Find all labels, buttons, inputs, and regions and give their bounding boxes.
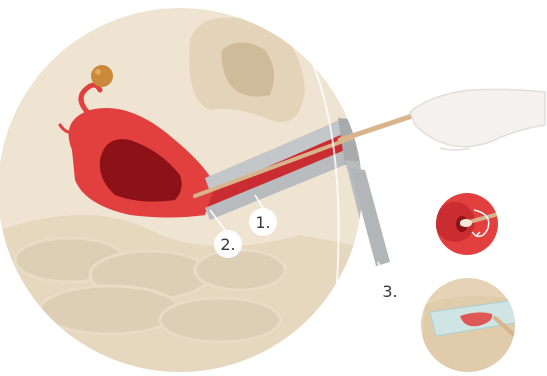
ovary [91, 65, 113, 87]
label-3: 3. [376, 277, 404, 305]
anatomy-view [0, 8, 400, 376]
label-3-text: 3. [382, 282, 397, 301]
label-1: 1. [249, 208, 277, 236]
gloved-hand [410, 89, 545, 150]
label-1-text: 1. [255, 213, 270, 232]
swab-handle [340, 115, 415, 140]
inset-cervix-swab [435, 193, 520, 255]
inset-slide-smear [420, 278, 520, 376]
label-2: 2. [214, 230, 242, 258]
label-2-text: 2. [220, 235, 235, 254]
